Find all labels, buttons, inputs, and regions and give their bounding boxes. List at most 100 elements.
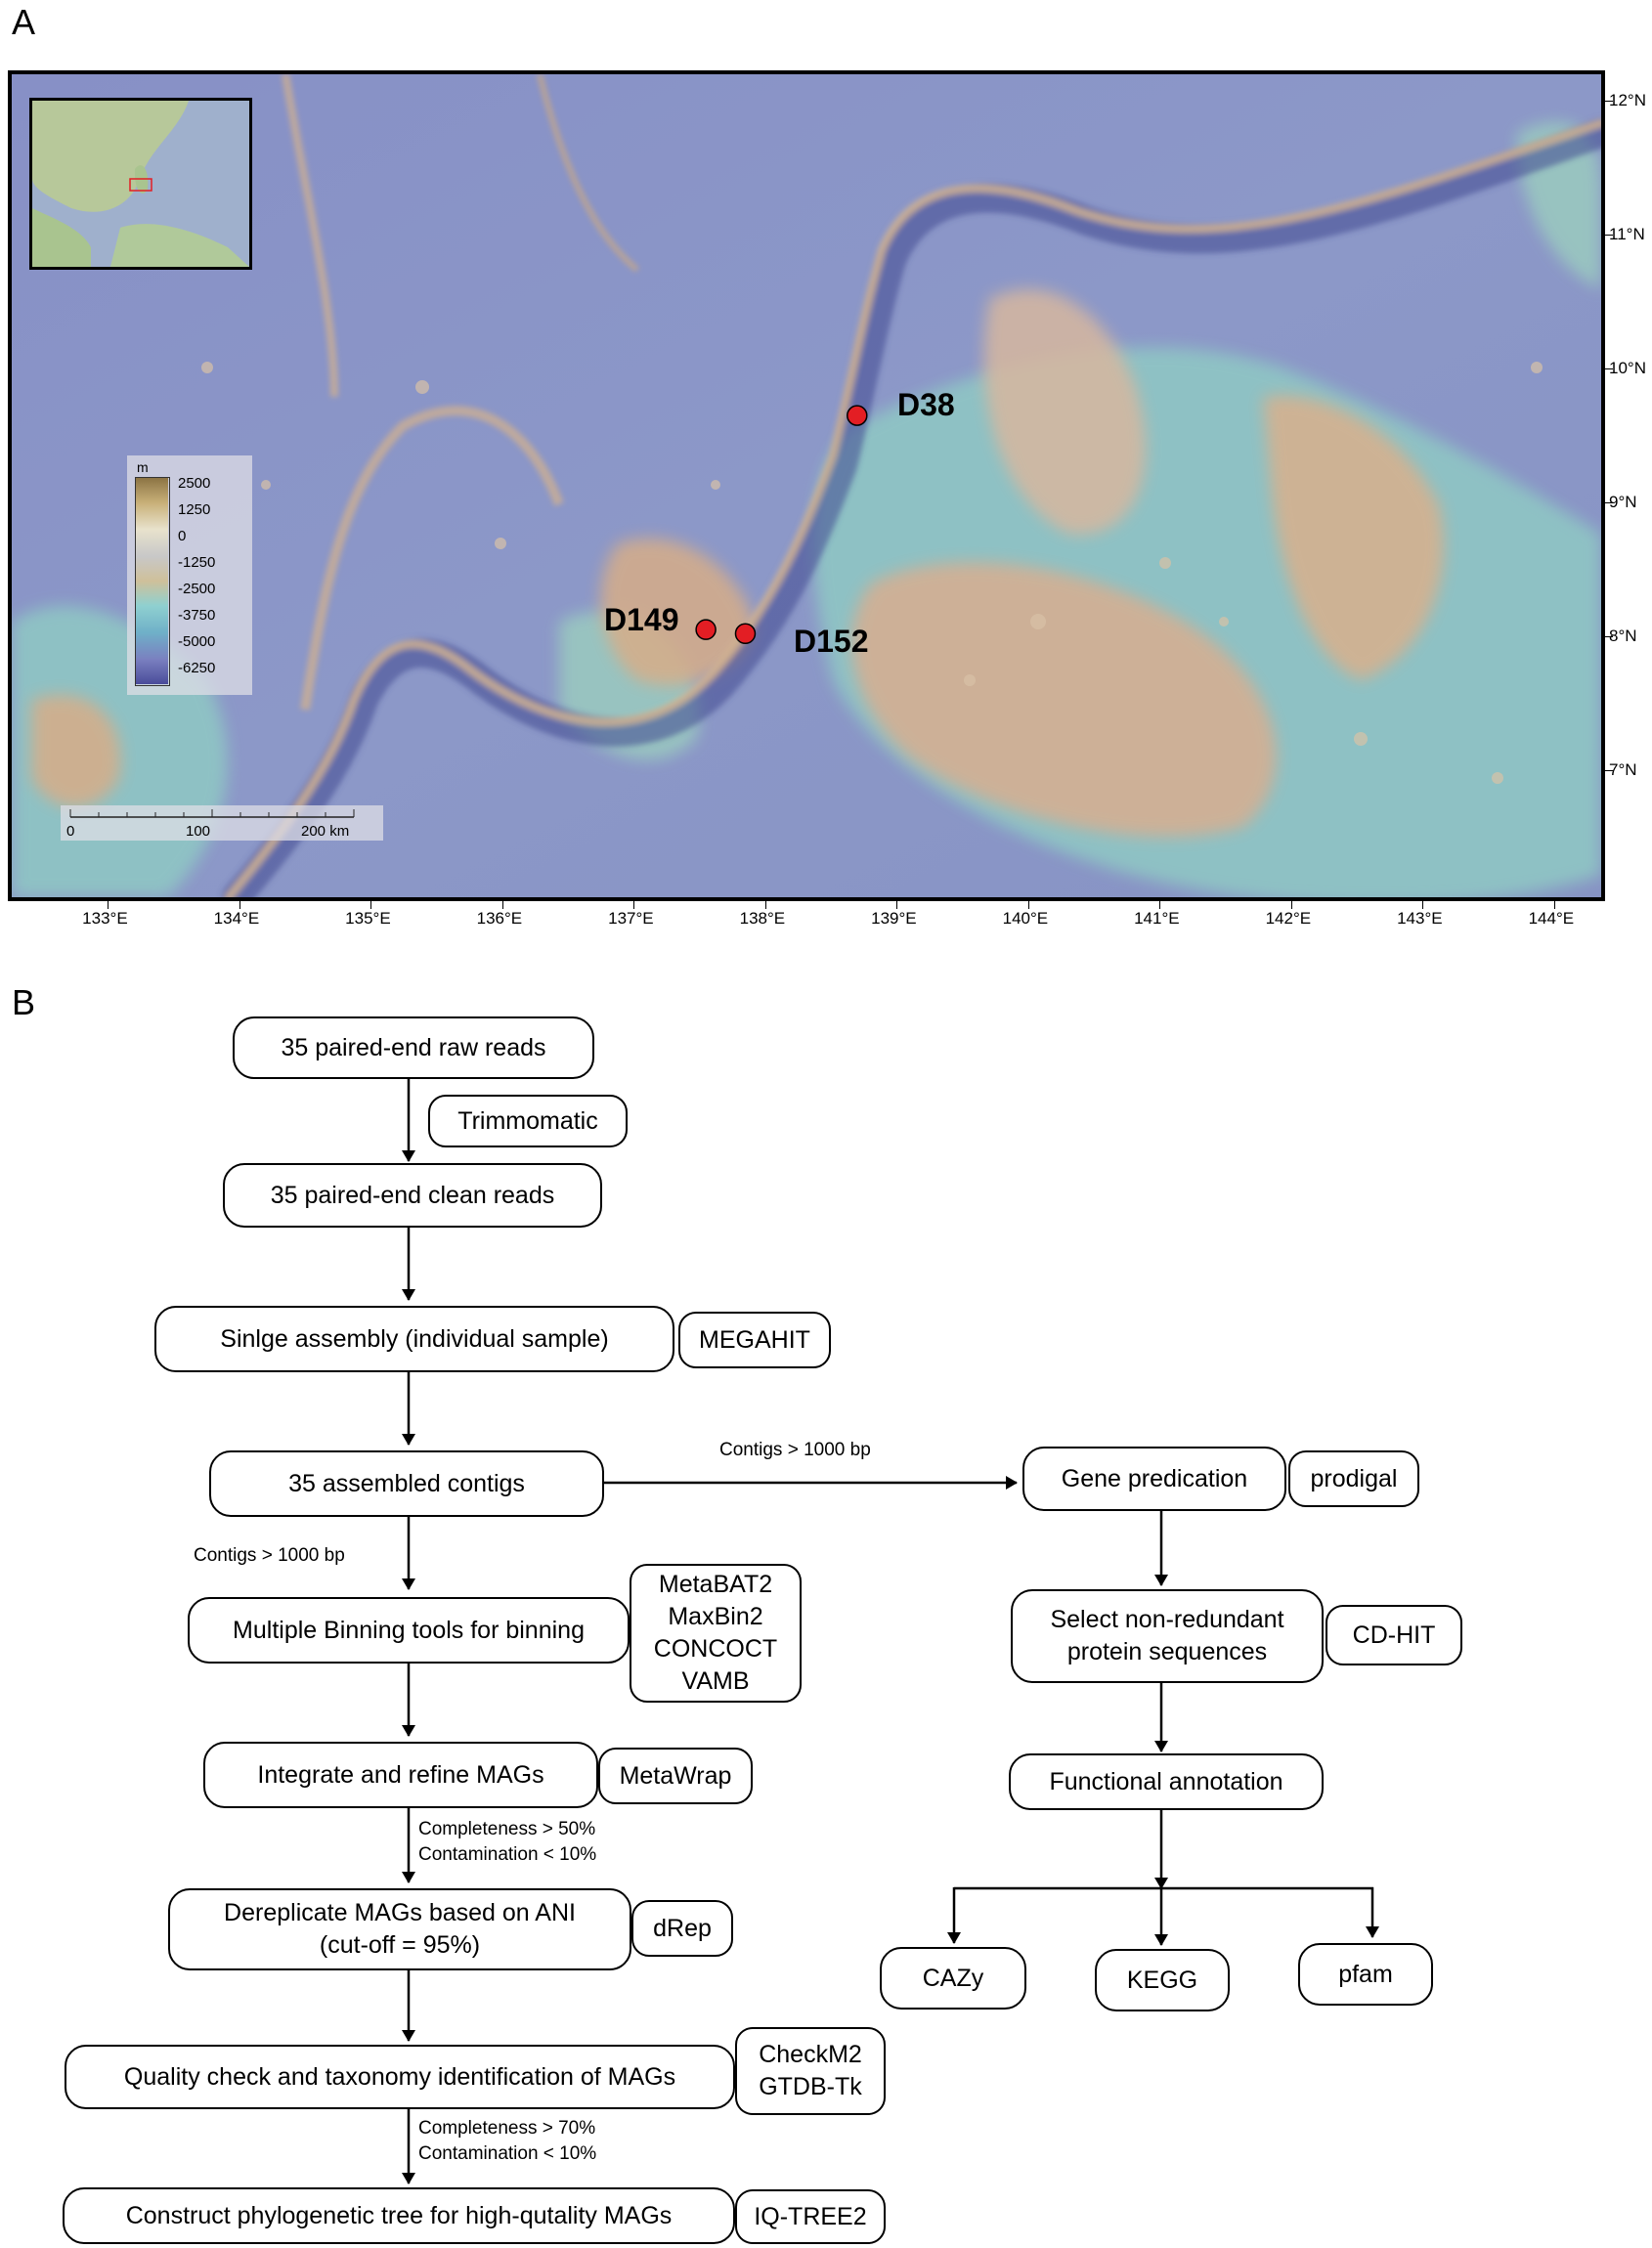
- lat-label: 11°N: [1609, 225, 1645, 244]
- single-assembly-box: Sinlge assembly (individual sample): [154, 1306, 674, 1372]
- tool-checkm2: CheckM2: [759, 2041, 862, 2068]
- dereplicate-box: Dereplicate MAGs based on ANI (cut-off =…: [168, 1888, 631, 1970]
- prodigal-box: prodigal: [1288, 1450, 1419, 1507]
- legend-label: 0: [178, 528, 187, 544]
- lon-label: 136°E: [476, 909, 523, 928]
- contigs-box: 35 assembled contigs: [209, 1450, 604, 1517]
- site-marker-d38: [847, 405, 868, 426]
- contig-filter-label-left: Contigs > 1000 bp: [194, 1545, 345, 1566]
- panel-b-label: B: [12, 982, 36, 1022]
- cazy-box: CAZy: [880, 1947, 1026, 2010]
- lat-tick: [1605, 368, 1613, 370]
- drep-box: dRep: [631, 1900, 733, 1957]
- filter1-contamination: Contamination < 10%: [418, 1844, 597, 1865]
- lon-tick: [896, 901, 898, 909]
- bathymetric-map: m 2500 1250 0 -1250 -2500 -3750 -5000 -6…: [8, 70, 1605, 901]
- tool-gtdbtk: GTDB-Tk: [759, 2073, 862, 2100]
- lon-tick: [764, 901, 766, 909]
- lat-tick: [1605, 636, 1613, 638]
- lon-label: 135°E: [345, 909, 391, 928]
- legend-label: -1250: [178, 554, 216, 571]
- legend-label: -6250: [178, 660, 216, 676]
- depth-legend: m 2500 1250 0 -1250 -2500 -3750 -5000 -6…: [127, 455, 252, 695]
- dereplicate-line-2: (cut-off = 95%): [319, 1931, 481, 1959]
- scale-label: 0: [66, 823, 75, 840]
- scale-label: 100: [186, 823, 211, 840]
- site-markers: [695, 405, 868, 645]
- lon-label: 134°E: [213, 909, 260, 928]
- lat-tick: [1605, 502, 1613, 504]
- lat-label: 7°N: [1609, 759, 1637, 779]
- legend-label: 1250: [178, 501, 211, 518]
- metawrap-box: MetaWrap: [598, 1748, 753, 1804]
- phylo-box: Construct phylogenetic tree for high-qut…: [63, 2187, 735, 2244]
- site-label-d149: D149: [604, 602, 679, 637]
- trimmomatic-box: Trimmomatic: [428, 1095, 628, 1147]
- legend-color-ramp: [135, 477, 170, 686]
- lon-tick: [501, 901, 503, 909]
- lon-label: 143°E: [1397, 909, 1443, 928]
- lon-tick: [1422, 901, 1424, 909]
- filter1-completeness: Completeness > 50%: [418, 1819, 596, 1839]
- lon-label: 139°E: [871, 909, 917, 928]
- lon-tick: [1159, 901, 1161, 909]
- legend-unit: m: [137, 459, 149, 475]
- select-box: Select non-redundant protein sequences: [1011, 1589, 1324, 1683]
- kegg-box: KEGG: [1095, 1949, 1230, 2011]
- panel-a-label: A: [12, 2, 36, 42]
- refine-box: Integrate and refine MAGs: [203, 1742, 598, 1808]
- legend-label: 2500: [178, 475, 211, 492]
- lat-tick: [1605, 769, 1613, 771]
- quality-tools-box: CheckM2 GTDB-Tk: [735, 2027, 886, 2115]
- filter2-completeness: Completeness > 70%: [418, 2118, 596, 2139]
- site-marker-d149: [695, 619, 717, 640]
- inset-overview-map: [29, 98, 252, 270]
- lat-label: 12°N: [1609, 91, 1646, 110]
- lon-label: 142°E: [1265, 909, 1312, 928]
- lon-label: 138°E: [739, 909, 786, 928]
- select-line-2: protein sequences: [1066, 1638, 1268, 1665]
- scale-bar: 0 100 200 km: [61, 805, 383, 841]
- lat-label: 9°N: [1609, 493, 1637, 512]
- legend-label: -2500: [178, 581, 216, 597]
- lon-tick: [633, 901, 635, 909]
- site-marker-d152: [734, 623, 757, 645]
- tool-concoct: CONCOCT: [653, 1635, 778, 1663]
- legend-label: -3750: [178, 607, 216, 624]
- lon-tick: [1290, 901, 1292, 909]
- cdhit-box: CD-HIT: [1326, 1605, 1462, 1665]
- lon-label: 144°E: [1528, 909, 1575, 928]
- raw-reads-box: 35 paired-end raw reads: [233, 1016, 594, 1079]
- tool-maxbin2: MaxBin2: [668, 1603, 763, 1630]
- map-relief: [12, 74, 1601, 897]
- binning-box: Multiple Binning tools for binning: [188, 1597, 630, 1664]
- tool-vamb: VAMB: [681, 1667, 750, 1695]
- lat-tick: [1605, 101, 1613, 103]
- select-line-1: Select non-redundant: [1050, 1606, 1284, 1633]
- lat-label: 10°N: [1609, 359, 1646, 378]
- lon-label: 137°E: [608, 909, 654, 928]
- binning-tools-box: MetaBAT2 MaxBin2 CONCOCT VAMB: [630, 1564, 802, 1703]
- site-label-d38: D38: [897, 387, 955, 422]
- clean-reads-box: 35 paired-end clean reads: [223, 1163, 602, 1228]
- lon-tick: [239, 901, 240, 909]
- scale-label: 200 km: [301, 823, 350, 840]
- lon-tick: [1553, 901, 1555, 909]
- iqtree-box: IQ-TREE2: [735, 2189, 886, 2244]
- dereplicate-line-1: Dereplicate MAGs based on ANI: [224, 1899, 576, 1926]
- lon-tick: [108, 901, 109, 909]
- pfam-box: pfam: [1298, 1943, 1433, 2006]
- lon-tick: [370, 901, 372, 909]
- megahit-box: MEGAHIT: [678, 1312, 831, 1368]
- lon-label: 133°E: [82, 909, 128, 928]
- lon-label: 141°E: [1134, 909, 1180, 928]
- lon-tick: [1027, 901, 1029, 909]
- functional-annotation-box: Functional annotation: [1009, 1753, 1324, 1810]
- site-label-d152: D152: [794, 624, 869, 659]
- lat-label: 8°N: [1609, 627, 1637, 646]
- lat-tick: [1605, 235, 1613, 237]
- gene-prediction-box: Gene predication: [1022, 1447, 1286, 1511]
- filter2-contamination: Contamination < 10%: [418, 2143, 597, 2164]
- lon-label: 140°E: [1002, 909, 1049, 928]
